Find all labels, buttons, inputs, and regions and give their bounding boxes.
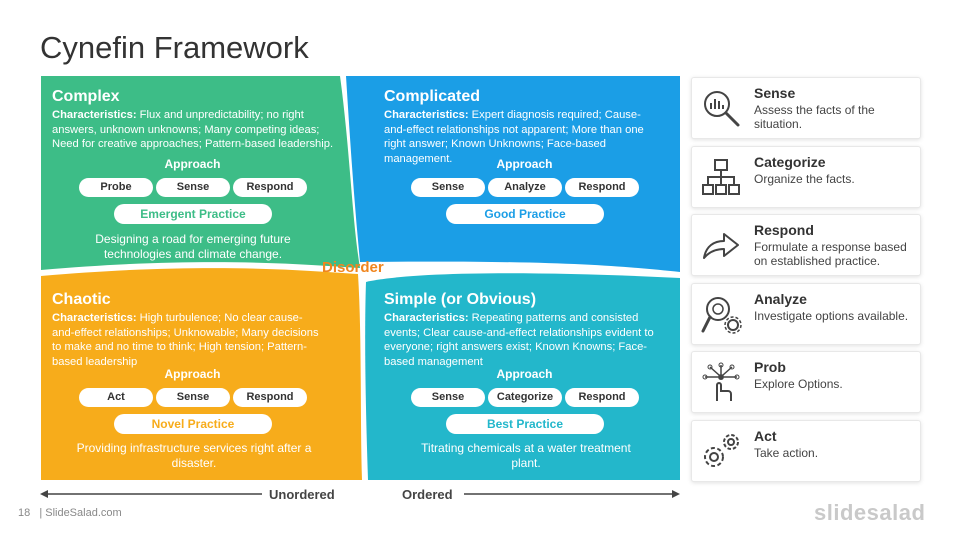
slide-title: Cynefin Framework — [40, 30, 309, 65]
simple-characteristics: Characteristics: Repeating patterns and … — [384, 312, 654, 368]
ordered-arrowhead — [672, 490, 680, 498]
simple-step-categorize: Categorize — [488, 388, 562, 407]
card-act: Act Take action. — [691, 420, 921, 482]
complicated-characteristics: Characteristics: Expert diagnosis requir… — [384, 109, 644, 165]
card-categorize-title: Categorize — [754, 154, 826, 170]
complex-step-sense: Sense — [156, 178, 230, 197]
card-respond-title: Respond — [754, 222, 814, 238]
simple-approach-label: Approach — [496, 367, 553, 381]
footer-site: | SlideSalad.com — [39, 507, 122, 519]
complex-quadrant: Complex Characteristics: Flux and unpred… — [52, 88, 337, 152]
simple-step-sense: Sense — [411, 388, 485, 407]
card-sense-title: Sense — [754, 85, 796, 101]
card-respond-desc: Formulate a response based on establishe… — [754, 240, 907, 268]
complex-step-respond: Respond — [233, 178, 307, 197]
chaotic-quadrant: Chaotic Characteristics: High turbulence… — [52, 291, 324, 369]
simple-title: Simple (or Obvious) — [384, 291, 537, 308]
simple-practice: Best Practice — [446, 414, 604, 434]
complicated-practice: Good Practice — [446, 204, 604, 224]
complicated-step-sense: Sense — [411, 178, 485, 197]
footer: 18 | SlideSalad.com — [18, 507, 122, 519]
chaotic-step-respond: Respond — [233, 388, 307, 407]
disorder-label: Disorder — [322, 259, 384, 276]
brand-logo: slidesalad — [814, 500, 926, 525]
complicated-approach-label: Approach — [496, 157, 553, 171]
simple-example: Titrating chemicals at a water treatment… — [421, 441, 631, 470]
analyze-gear-icon — [701, 297, 742, 334]
complicated-quadrant: Complicated Characteristics: Expert diag… — [384, 88, 656, 166]
card-sense: Sense Assess the facts of the situation. — [691, 77, 921, 139]
chaotic-title: Chaotic — [52, 291, 111, 308]
card-analyze-title: Analyze — [754, 291, 807, 307]
complex-step-probe: Probe — [79, 178, 153, 197]
card-act-title: Act — [754, 428, 777, 444]
card-prob-title: Prob — [754, 359, 786, 375]
complex-example: Designing a road for emerging future tec… — [95, 232, 291, 261]
card-respond: Respond Formulate a response based on es… — [691, 214, 921, 276]
touch-network-icon — [702, 362, 740, 401]
simple-step-respond: Respond — [565, 388, 639, 407]
simple-quadrant: Simple (or Obvious) Characteristics: Rep… — [384, 291, 666, 369]
card-categorize-desc: Organize the facts. — [754, 172, 855, 186]
page-number: 18 — [18, 507, 31, 519]
hierarchy-icon — [702, 159, 740, 195]
unordered-label: Unordered — [269, 487, 335, 502]
magnifier-chart-icon — [704, 91, 740, 127]
card-prob: Prob Explore Options. — [691, 351, 921, 413]
complicated-title: Complicated — [384, 88, 481, 105]
complex-title: Complex — [52, 88, 120, 105]
chaotic-approach-label: Approach — [164, 367, 221, 381]
complex-approach-label: Approach — [164, 157, 221, 171]
card-analyze: Analyze Investigate options available. — [691, 283, 921, 345]
complex-characteristics: Characteristics: Flux and unpredictabili… — [52, 109, 334, 150]
complex-practice: Emergent Practice — [114, 204, 272, 224]
arrow-share-icon — [703, 233, 739, 259]
card-categorize: Categorize Organize the facts. — [691, 146, 921, 208]
chaotic-example: Providing infrastructure services right … — [76, 441, 312, 470]
card-act-desc: Take action. — [754, 446, 819, 460]
card-sense-desc: Assess the facts of the situation. — [754, 103, 875, 131]
complicated-step-respond: Respond — [565, 178, 639, 197]
unordered-arrowhead — [40, 490, 48, 498]
chaotic-practice: Novel Practice — [114, 414, 272, 434]
chaotic-step-sense: Sense — [156, 388, 230, 407]
card-prob-desc: Explore Options. — [754, 377, 843, 391]
complicated-step-analyze: Analyze — [488, 178, 562, 197]
card-analyze-desc: Investigate options available. — [754, 309, 909, 323]
gears-icon — [704, 434, 739, 467]
chaotic-step-act: Act — [79, 388, 153, 407]
chaotic-characteristics: Characteristics: High turbulence; No cle… — [52, 312, 319, 368]
ordered-label: Ordered — [402, 487, 453, 502]
